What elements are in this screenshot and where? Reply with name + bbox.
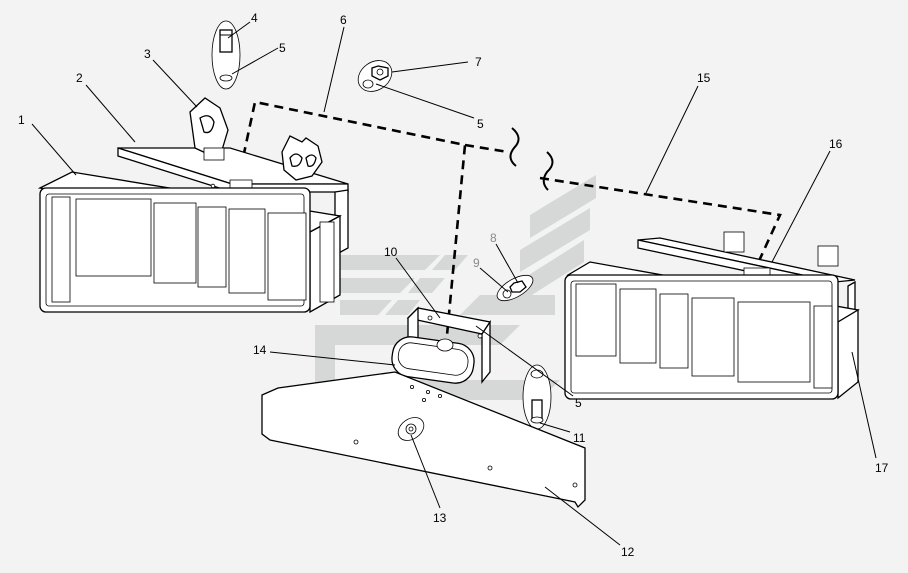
callout-13: 13 [433, 511, 447, 525]
callout-2: 2 [76, 71, 83, 85]
bolt-washer-group-top [211, 20, 241, 90]
leader-lines [31, 21, 877, 546]
left-rear-lamp [37, 171, 343, 314]
callout-8: 8 [490, 231, 497, 245]
callout-6: 6 [340, 13, 347, 27]
callout-5-top: 5 [279, 41, 286, 55]
callout-3: 3 [144, 47, 151, 61]
wiring-harness-dashed [232, 100, 782, 336]
callout-16: 16 [829, 137, 843, 151]
callout-12: 12 [621, 545, 635, 559]
callout-4: 4 [251, 11, 258, 25]
left-hinge-brackets [189, 97, 323, 181]
callout-14: 14 [253, 343, 267, 357]
reverse-light [391, 336, 475, 384]
callout-7: 7 [475, 55, 482, 69]
callout-10: 10 [384, 245, 398, 259]
callout-5-mid: 5 [477, 117, 484, 131]
callout-15: 15 [697, 71, 711, 85]
callout-9: 9 [473, 256, 480, 270]
right-rear-lamp [564, 261, 860, 400]
callout-5-right: 5 [575, 396, 582, 410]
callout-labels: 1 2 3 4 5 6 7 5 15 16 8 9 10 14 5 11 13 … [18, 11, 889, 559]
callout-1: 1 [18, 113, 25, 127]
nut-washer-group [357, 60, 393, 92]
mounting-plate [261, 371, 586, 509]
nut-washer-group-center [496, 274, 534, 302]
callout-17: 17 [875, 461, 889, 475]
bolt-washer-group-right [522, 364, 552, 430]
callout-11: 11 [573, 431, 586, 445]
screw-group [397, 417, 425, 441]
